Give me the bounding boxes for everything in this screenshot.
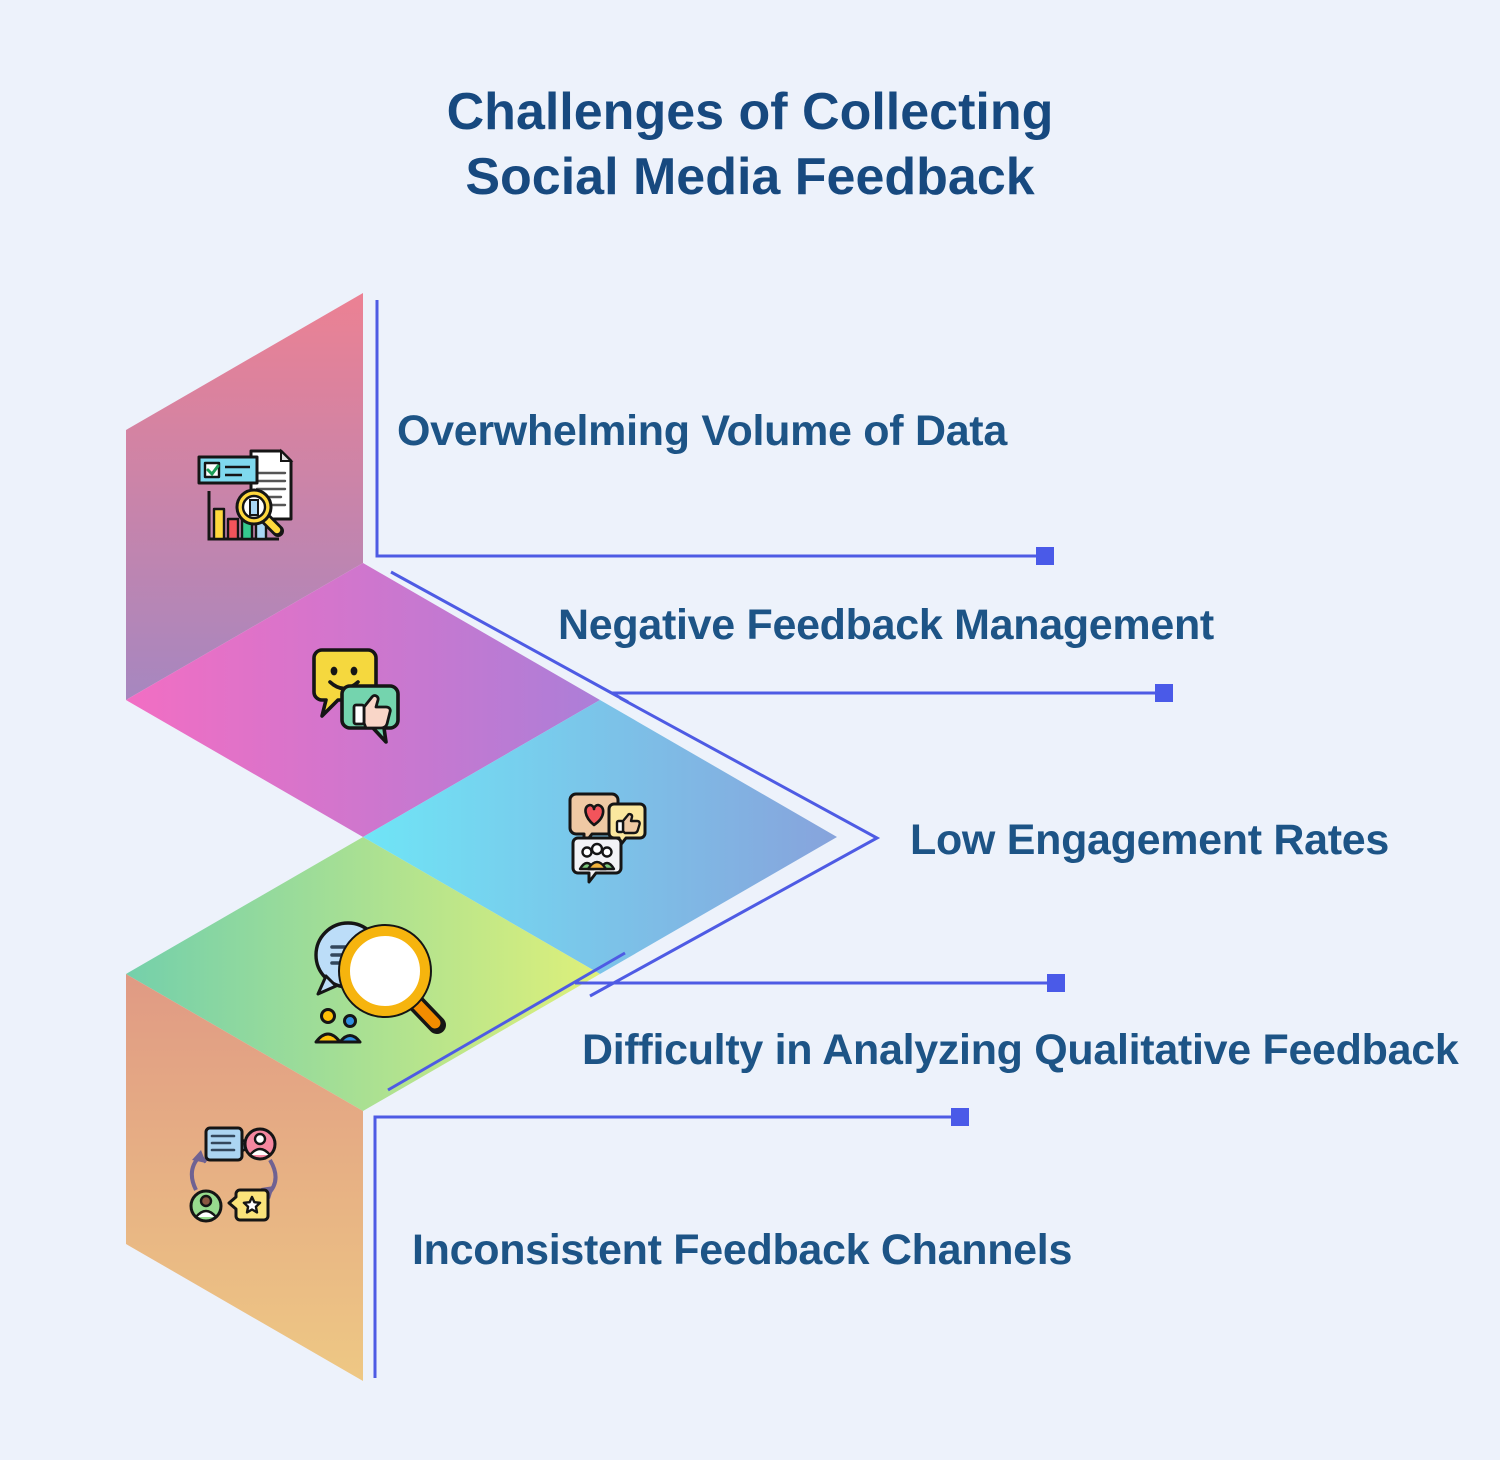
analytics-report-magnifier-icon bbox=[197, 448, 294, 541]
item-label-3: Low Engagement Rates bbox=[910, 816, 1390, 864]
connector-chevron-3 bbox=[589, 696, 881, 998]
item-label-2: Negative Feedback Management bbox=[558, 601, 1214, 649]
marker-square-2 bbox=[1155, 684, 1173, 702]
connector-line-1 bbox=[375, 300, 1036, 558]
ribbon-segment-5 bbox=[126, 974, 363, 1381]
smiley-thumbs-bubbles-icon bbox=[312, 648, 400, 744]
marker-square-4 bbox=[1047, 974, 1065, 992]
feedback-exchange-cycle-icon bbox=[189, 1126, 278, 1223]
connector-diagonal-2 bbox=[390, 570, 629, 704]
item-label-5: Inconsistent Feedback Channels bbox=[412, 1226, 1073, 1274]
chat-search-people-icon bbox=[314, 921, 446, 1044]
connector-line-5 bbox=[373, 1115, 952, 1378]
page-title: Challenges of Collecting Social Media Fe… bbox=[0, 80, 1500, 210]
page-title-line2: Social Media Feedback bbox=[465, 148, 1035, 206]
connector-diagonal-5 bbox=[387, 951, 626, 1092]
marker-square-1 bbox=[1036, 547, 1054, 565]
marker-square-5 bbox=[951, 1108, 969, 1126]
item-label-1: Overwhelming Volume of Data bbox=[397, 407, 1007, 455]
reactions-community-bubbles-icon bbox=[568, 792, 647, 884]
item-label-4: Difficulty in Analyzing Qualitative Feed… bbox=[582, 1026, 1459, 1074]
page-title-line1: Challenges of Collecting bbox=[446, 83, 1054, 141]
